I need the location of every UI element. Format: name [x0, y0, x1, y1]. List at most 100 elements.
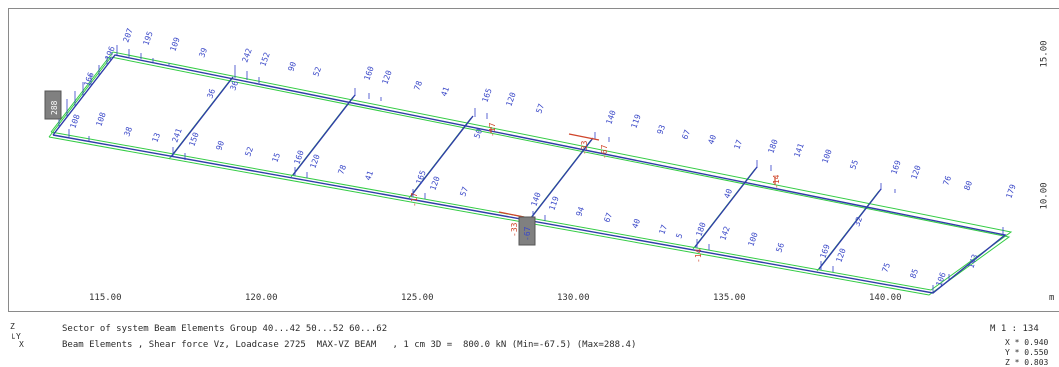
label-value: 36	[228, 79, 240, 91]
label-value: 169	[818, 243, 831, 260]
footer-line-2: Beam Elements , Shear force Vz, Loadcase…	[62, 340, 637, 350]
label-value: 52	[311, 65, 323, 77]
label-value: 160	[362, 65, 375, 82]
label-value: 67	[680, 128, 692, 140]
label-value: 106	[934, 271, 947, 288]
label-value: 180	[694, 221, 707, 238]
label-value: 40	[706, 133, 718, 145]
label-value: 17	[657, 223, 669, 235]
x-axis-tick: 115.00	[89, 293, 122, 303]
label-value: 90	[286, 60, 298, 72]
label-value: 76	[941, 174, 953, 186]
label-value: 120	[308, 153, 321, 170]
support-box-middle	[518, 216, 536, 246]
label-value: 5	[674, 232, 684, 240]
beam-outline-green	[48, 51, 1013, 296]
label-value: 55	[848, 158, 860, 170]
label-value: 160	[292, 149, 305, 166]
label-value: 180	[766, 138, 779, 155]
label-negative: -14	[694, 248, 703, 263]
label-value: 108	[94, 111, 107, 128]
footer-line-1: Sector of system Beam Elements Group 40.…	[62, 324, 388, 334]
label-negative: -17	[488, 122, 497, 137]
label-value: 108	[68, 113, 81, 130]
label-value: 140	[604, 109, 617, 126]
label-value: 120	[909, 164, 922, 181]
label-value: 179	[1004, 183, 1017, 200]
label-negative: -33	[510, 222, 519, 237]
label-value: 40	[630, 217, 642, 229]
label-negative: -67	[600, 144, 609, 159]
label-value: 242	[240, 47, 253, 64]
label-value: 166	[82, 71, 95, 88]
label-value: 40	[722, 187, 734, 199]
y-axis-tick: 10.00	[1039, 182, 1050, 210]
axis-indicator-x: X	[19, 340, 24, 349]
y-axis-tick: 15.00	[1039, 40, 1050, 68]
beam-diagram-canvas: 207 195 109 39 242 152 90 52 160 120 78 …	[44, 27, 1018, 296]
label-value: 120	[428, 175, 441, 192]
view-factor-x: X * 0.940	[1005, 338, 1049, 347]
label-value: 32	[852, 215, 864, 227]
label-value: 120	[834, 247, 847, 264]
label-value: 17	[732, 138, 744, 150]
label-value: 41	[363, 169, 375, 181]
value-labels: 207 195 109 39 242 152 90 52 160 120 78 …	[50, 27, 1018, 288]
label-value: 67	[602, 211, 614, 223]
label-value: 142	[718, 225, 731, 242]
beam-lines	[52, 54, 1007, 294]
label-value: 288	[50, 100, 59, 115]
label-negative: -33	[580, 140, 589, 155]
label-value: 78	[412, 79, 424, 91]
axis-indicator-corner: └	[10, 334, 15, 343]
view-factor-y: Y * 0.550	[1005, 348, 1049, 357]
label-value: 50	[472, 127, 484, 139]
label-negative: -17	[410, 192, 419, 207]
x-axis-unit: m	[1049, 293, 1055, 303]
label-value: 119	[547, 195, 560, 212]
label-value: 56	[774, 241, 786, 253]
label-value: 85	[908, 267, 920, 279]
x-axis-tick: 140.00	[869, 293, 902, 303]
label-value: 165	[414, 169, 427, 186]
x-axis-tick: 120.00	[245, 293, 278, 303]
label-value: 75	[880, 261, 892, 273]
label-value: 119	[629, 113, 642, 130]
label-value: 13	[150, 131, 162, 143]
label-value: 80	[962, 179, 974, 191]
label-value: 41	[439, 85, 451, 97]
axis-indicator-z: Z	[10, 322, 15, 331]
shear-diagram-hatch	[58, 45, 1004, 292]
label-value: 100	[820, 148, 833, 165]
label-value: 195	[141, 30, 154, 47]
label-value: 93	[655, 123, 667, 135]
x-axis-tick: 135.00	[713, 293, 746, 303]
x-axis-tick: 130.00	[557, 293, 590, 303]
label-value: 94	[574, 205, 586, 217]
x-axis-tick: 125.00	[401, 293, 434, 303]
label-value: 143	[966, 253, 979, 270]
graphics-viewport[interactable]: 207 195 109 39 242 152 90 52 160 120 78 …	[8, 8, 1059, 312]
label-value: 90	[214, 139, 226, 151]
label-value: 241	[170, 127, 183, 144]
label-value: 57	[534, 102, 546, 114]
view-factor-z: Z * 0.803	[1005, 358, 1049, 367]
label-negative: -14	[772, 174, 781, 189]
label-value: 100	[746, 231, 759, 248]
label-value: 152	[258, 51, 271, 68]
negative-value-labels: -67 -67 -33 -33 -17 -17 -14 -14	[410, 122, 781, 263]
label-value: 52	[243, 145, 255, 157]
label-value: 207	[121, 27, 134, 44]
label-value: 38	[122, 125, 134, 137]
label-value: 196	[103, 45, 116, 62]
axis-indicator-y: Y	[16, 332, 21, 341]
label-value: 169	[889, 159, 902, 176]
label-value: 78	[336, 163, 348, 175]
label-value: 15	[270, 151, 282, 163]
label-value: 36	[205, 87, 217, 99]
label-value: 120	[380, 69, 393, 86]
label-value: 109	[168, 36, 181, 53]
scale-label: M 1 : 134	[990, 324, 1039, 334]
label-value: 120	[504, 91, 517, 108]
support-box-left	[44, 90, 62, 120]
